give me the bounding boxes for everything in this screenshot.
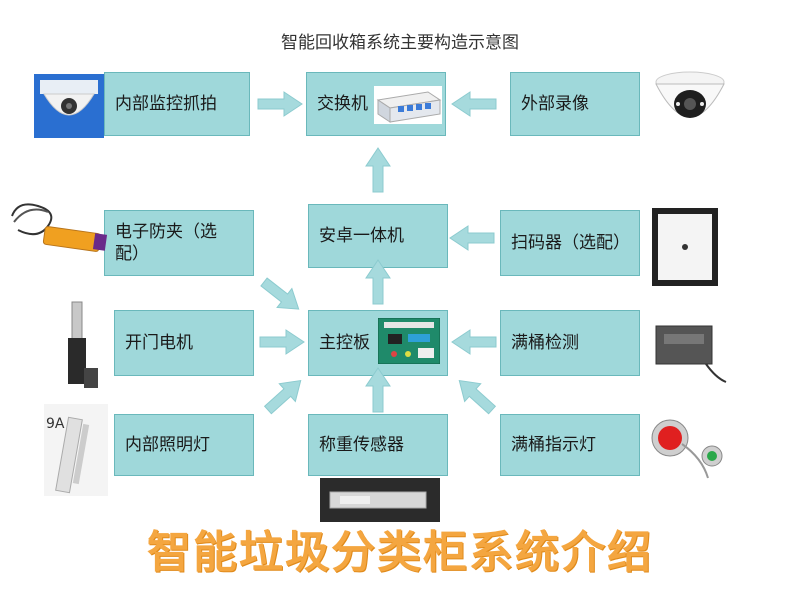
box-external-record: 外部录像 bbox=[510, 72, 640, 136]
light-tag-text: 9A bbox=[46, 416, 65, 432]
arrow-pinch-to-main bbox=[256, 272, 307, 320]
arrow-detect-to-main bbox=[451, 329, 497, 355]
label-full-indicator: 满桶指示灯 bbox=[511, 435, 596, 455]
box-scanner: 扫码器（选配） bbox=[500, 210, 640, 276]
main-board-image bbox=[378, 318, 440, 364]
box-anti-pinch: 电子防夹（选配） bbox=[104, 210, 254, 276]
label-anti-pinch: 电子防夹（选配） bbox=[115, 222, 217, 264]
photoelectric-sensor-image bbox=[8, 196, 108, 266]
label-door-motor: 开门电机 bbox=[125, 333, 193, 353]
label-full-detect: 满桶检测 bbox=[511, 333, 579, 353]
banner-title: 智能垃圾分类柜系统介绍 bbox=[147, 527, 653, 578]
light-tube-image: 9A bbox=[44, 404, 108, 496]
box-full-indicator: 满桶指示灯 bbox=[500, 414, 640, 476]
label-scanner: 扫码器（选配） bbox=[511, 233, 630, 253]
label-weight-sensor: 称重传感器 bbox=[319, 435, 404, 455]
arrow-android-to-switch bbox=[365, 147, 391, 193]
box-weight-sensor: 称重传感器 bbox=[308, 414, 448, 476]
label-android-pc: 安卓一体机 bbox=[319, 226, 404, 246]
diagram-title: 智能回收箱系统主要构造示意图 bbox=[281, 33, 519, 53]
full-detect-sensor-image bbox=[646, 312, 728, 386]
box-android-pc: 安卓一体机 bbox=[308, 204, 448, 268]
arrow-weight-to-main bbox=[365, 367, 391, 413]
dome-camera-image bbox=[34, 74, 104, 138]
box-internal-camera: 内部监控抓拍 bbox=[104, 72, 250, 136]
arrow-scanner-to-android bbox=[449, 225, 495, 251]
label-internal-camera: 内部监控抓拍 bbox=[115, 94, 217, 114]
box-door-motor: 开门电机 bbox=[114, 310, 254, 376]
scanner-image bbox=[650, 206, 720, 288]
door-motor-image bbox=[52, 298, 108, 392]
label-switch: 交换机 bbox=[317, 94, 368, 114]
label-external-record: 外部录像 bbox=[521, 94, 589, 114]
switch-image bbox=[374, 86, 442, 124]
arrow-camera-to-switch bbox=[257, 91, 303, 117]
external-camera-image bbox=[648, 60, 732, 142]
label-main-board: 主控板 bbox=[319, 333, 370, 353]
box-light: 内部照明灯 bbox=[114, 414, 254, 476]
arrow-main-to-android bbox=[365, 259, 391, 305]
label-light: 内部照明灯 bbox=[125, 435, 210, 455]
arrow-record-to-switch bbox=[451, 91, 497, 117]
weight-sensor-image bbox=[320, 478, 440, 522]
arrow-indicator-to-main bbox=[450, 371, 501, 420]
arrow-light-to-main bbox=[259, 371, 310, 420]
arrow-motor-to-main bbox=[259, 329, 305, 355]
box-full-detect: 满桶检测 bbox=[500, 310, 640, 376]
indicator-light-image bbox=[646, 408, 730, 488]
